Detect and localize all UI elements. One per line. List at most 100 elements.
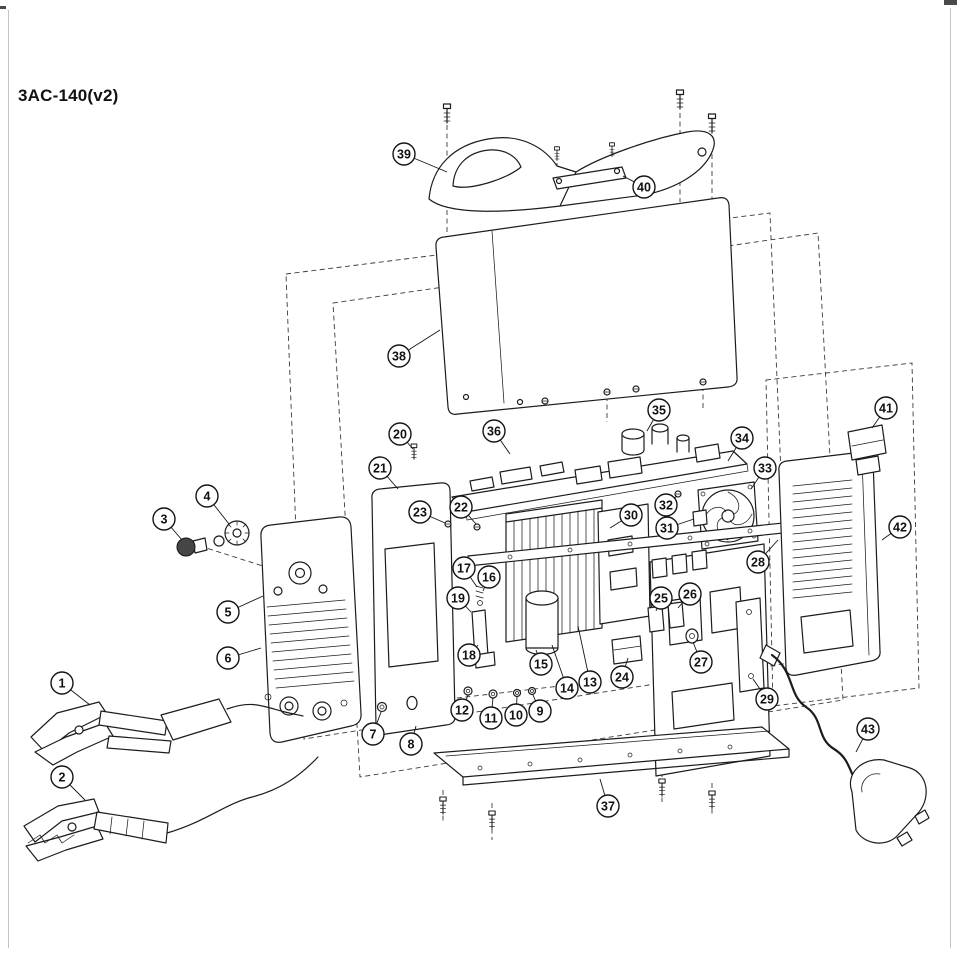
callout-number: 31 (660, 521, 674, 535)
callout-number: 22 (454, 500, 468, 514)
callout-number: 33 (758, 461, 772, 475)
top-cover-part (435, 197, 738, 415)
scan-edge-right (950, 8, 951, 948)
callout-number: 8 (408, 737, 415, 751)
callout-part-33: 33 (750, 456, 777, 490)
callout-part-20: 20 (388, 422, 414, 450)
knob-parts (176, 520, 250, 557)
callout-part-23: 23 (408, 500, 446, 524)
callout-part-31: 31 (655, 516, 695, 540)
capacitor-part (525, 590, 559, 656)
callout-number: 12 (455, 703, 469, 717)
callout-number: 4 (204, 489, 211, 503)
callout-number: 17 (457, 561, 471, 575)
callout-number: 29 (760, 692, 774, 706)
callout-number: 26 (683, 587, 697, 601)
callout-number: 43 (861, 722, 875, 736)
callout-part-29: 29 (752, 678, 779, 711)
main-pcb-part (451, 423, 749, 521)
callout-number: 32 (659, 498, 673, 512)
front-panel-part (260, 516, 362, 743)
callout-part-7: 7 (361, 711, 385, 746)
carry-handle-part (428, 130, 715, 212)
callout-number: 21 (373, 461, 387, 475)
callout-number: 1 (59, 676, 66, 690)
callout-number: 9 (537, 704, 544, 718)
corner-bracket-part (847, 424, 887, 476)
callout-part-11: 11 (479, 697, 503, 730)
callout-part-38: 38 (387, 329, 441, 368)
callout-part-34: 34 (727, 426, 754, 462)
callout-part-18: 18 (457, 643, 481, 667)
callout-number: 35 (652, 403, 666, 417)
callout-part-32: 32 (654, 493, 678, 517)
callout-number: 25 (654, 591, 668, 605)
callout-number: 5 (225, 605, 232, 619)
callout-part-37: 37 (596, 778, 620, 818)
callout-part-35: 35 (646, 398, 671, 432)
callout-part-40: 40 (622, 175, 656, 199)
callout-number: 38 (392, 349, 406, 363)
callout-part-22: 22 (449, 495, 477, 525)
callout-part-41: 41 (871, 396, 898, 429)
drawing-title: 3AC-140(v2) (18, 86, 119, 105)
callout-number: 19 (451, 591, 465, 605)
callout-part-30: 30 (609, 503, 643, 529)
callout-part-15: 15 (529, 649, 553, 676)
callout-part-21: 21 (368, 456, 399, 490)
side-panel-right-part (778, 451, 881, 676)
callout-number: 18 (462, 648, 476, 662)
callout-number: 14 (560, 681, 574, 695)
callout-part-24: 24 (610, 657, 634, 689)
callout-number: 28 (751, 555, 765, 569)
callout-part-6: 6 (216, 646, 262, 670)
callout-number: 11 (484, 711, 497, 725)
callout-part-10: 10 (504, 696, 528, 727)
callout-number: 16 (482, 570, 496, 584)
switch-parts (611, 549, 708, 665)
callout-part-16: 16 (477, 565, 501, 592)
callout-number: 24 (615, 670, 629, 684)
callout-part-26: 26 (677, 582, 702, 609)
callout-number: 42 (893, 520, 907, 534)
callout-part-28: 28 (746, 539, 779, 574)
callout-number: 3 (161, 512, 168, 526)
callout-part-39: 39 (392, 142, 448, 173)
callout-number: 23 (413, 505, 427, 519)
callout-number: 36 (487, 424, 501, 438)
callout-part-27: 27 (689, 641, 713, 674)
inner-frame-panel-part (371, 482, 456, 735)
base-plate-part (433, 726, 790, 786)
callout-number: 41 (879, 401, 893, 415)
callout-number: 37 (601, 799, 615, 813)
callout-part-36: 36 (482, 419, 511, 455)
callout-number: 10 (509, 708, 523, 722)
side-bracket-part (735, 597, 765, 693)
callout-number: 6 (225, 651, 232, 665)
callout-part-1: 1 (50, 671, 91, 706)
callout-number: 39 (397, 147, 411, 161)
capacitor-small-part (676, 434, 690, 453)
scan-artifact-top-left (0, 6, 6, 9)
callout-part-3: 3 (152, 507, 183, 541)
callout-part-4: 4 (195, 484, 230, 525)
callout-part-13: 13 (577, 625, 602, 694)
power-cord-part (759, 644, 930, 847)
callout-number: 7 (370, 727, 377, 741)
callout-part-19: 19 (446, 586, 472, 613)
callout-layer: 1234567891011121314151617181920212223242… (50, 142, 912, 818)
scan-edge-left (8, 10, 9, 948)
callout-part-43: 43 (855, 717, 880, 753)
earth-clamp-part (30, 698, 304, 766)
callout-part-42: 42 (881, 515, 912, 541)
scan-artifact-top-right (944, 0, 957, 5)
callout-number: 15 (534, 657, 548, 671)
callout-part-25: 25 (649, 586, 673, 612)
electrode-holder-part (23, 756, 319, 862)
small-hardware (410, 378, 708, 699)
callout-part-5: 5 (216, 595, 264, 624)
transformer-part (621, 423, 669, 456)
callout-number: 27 (694, 655, 708, 669)
